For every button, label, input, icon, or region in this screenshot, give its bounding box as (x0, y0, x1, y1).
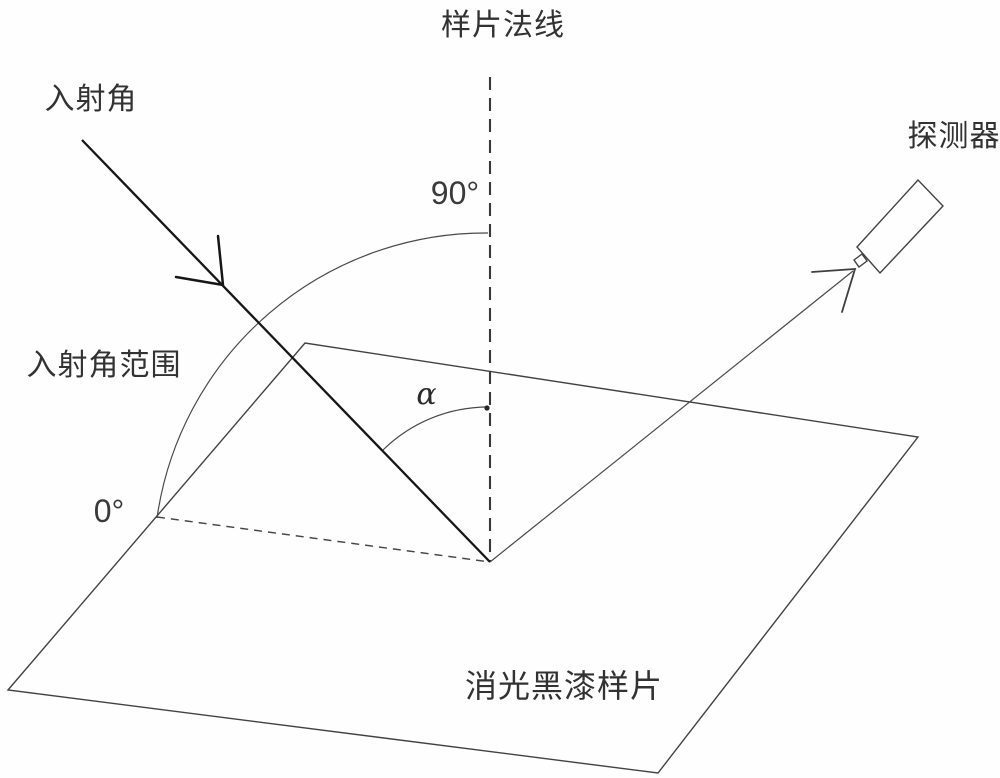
alpha-arc-end-dot (484, 405, 490, 411)
sample-label: 消光黑漆样片 (464, 668, 664, 704)
detector-label: 探测器 (907, 120, 1000, 153)
incident-angle-range-arc (156, 232, 489, 519)
angle-0-label: 0° (93, 493, 125, 529)
sample-plane-outline (6, 342, 920, 774)
alpha-angle-arc (382, 406, 489, 451)
reflected-ray-arrowhead-icon (811, 268, 857, 313)
detector-body (856, 178, 944, 275)
incident-angle-range-label: 入射角范围 (26, 349, 182, 382)
detector-aperture (853, 253, 868, 268)
reflected-ray (489, 270, 854, 563)
angle-90-label: 90° (430, 175, 480, 211)
incident-ray-arrowhead-icon (174, 234, 225, 287)
sample-normal-label: 样片法线 (441, 9, 565, 42)
incident-angle-label: 入射角 (44, 83, 138, 116)
alpha-angle-label: α (416, 377, 438, 412)
zero-degree-reference-line (156, 516, 491, 563)
incident-ray (81, 139, 491, 563)
